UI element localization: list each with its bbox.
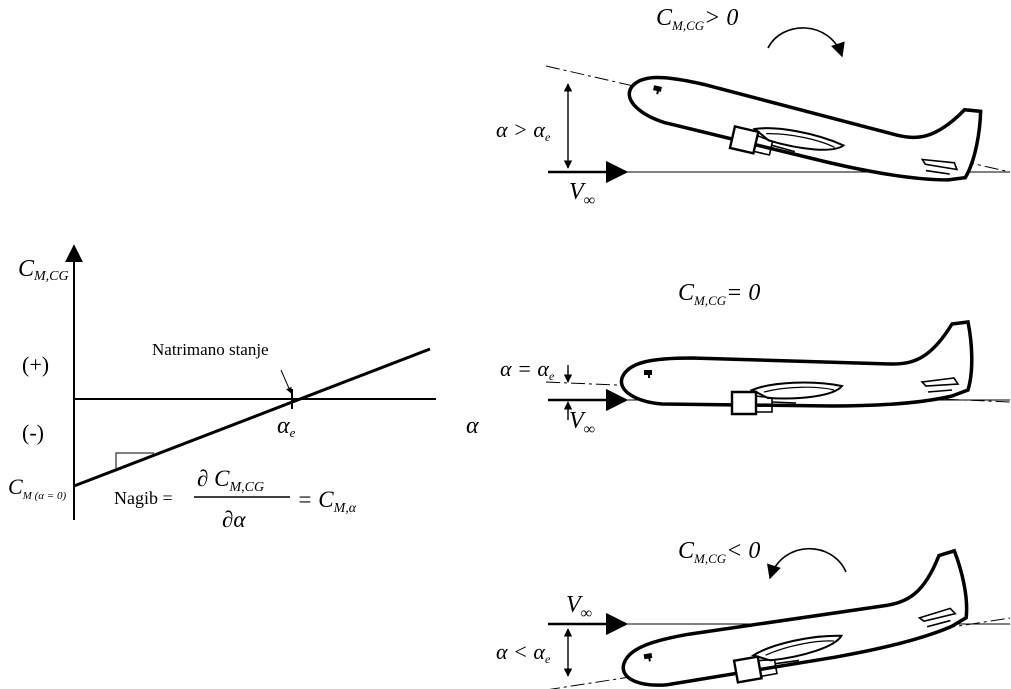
negative-sign: (-) — [22, 420, 44, 445]
slope-result: = CM,α — [297, 487, 357, 516]
moment-coefficient-graph: CM,CG (+) (-) Natrimano stanje αe α CM (… — [8, 244, 479, 532]
positive-sign: (+) — [22, 352, 49, 377]
top-airplane-image — [620, 31, 987, 204]
intercept-label: CM (α = 0) — [8, 474, 66, 502]
slope-denominator: ∂α — [222, 507, 246, 532]
trimmed-case: CM,CG= 0 α = αe V∞ — [500, 280, 1011, 438]
middle-velocity-label: V∞ — [569, 408, 595, 438]
slope-numerator: ∂ CM,CG — [197, 466, 264, 495]
alpha-e-label: αe — [277, 413, 296, 440]
slope-formula: Nagib = ∂ CM,CG ∂α = CM,α — [114, 466, 357, 532]
nose-down-case: CM,CG< 0 V∞ α < αe — [496, 538, 1011, 689]
slope-word: Nagib = — [114, 488, 173, 508]
bottom-airplane-image — [611, 548, 976, 689]
x-axis-label: α — [466, 413, 479, 439]
middle-moment-label: CM,CG= 0 — [678, 280, 760, 308]
middle-alpha-label: α = αe — [500, 356, 555, 383]
trim-pointer — [280, 369, 292, 394]
bottom-moment-arrow — [767, 547, 847, 580]
top-moment-label: CM,CG> 0 — [656, 5, 738, 33]
bottom-velocity-label: V∞ — [566, 592, 592, 622]
y-axis-label: CM,CG — [18, 256, 69, 284]
top-velocity-label: V∞ — [569, 179, 595, 209]
bottom-moment-label: CM,CG< 0 — [678, 538, 760, 566]
moment-curve-line — [73, 347, 431, 488]
top-moment-arrow — [767, 27, 845, 58]
slope-triangle — [115, 452, 154, 468]
trim-label: Natrimano stanje — [152, 340, 269, 359]
nose-up-case: CM,CG> 0 α > αe V∞ — [496, 5, 1011, 209]
bottom-alpha-label: α < αe — [496, 639, 551, 666]
top-alpha-label: α > αe — [496, 117, 551, 144]
middle-airplane-image — [619, 320, 974, 416]
